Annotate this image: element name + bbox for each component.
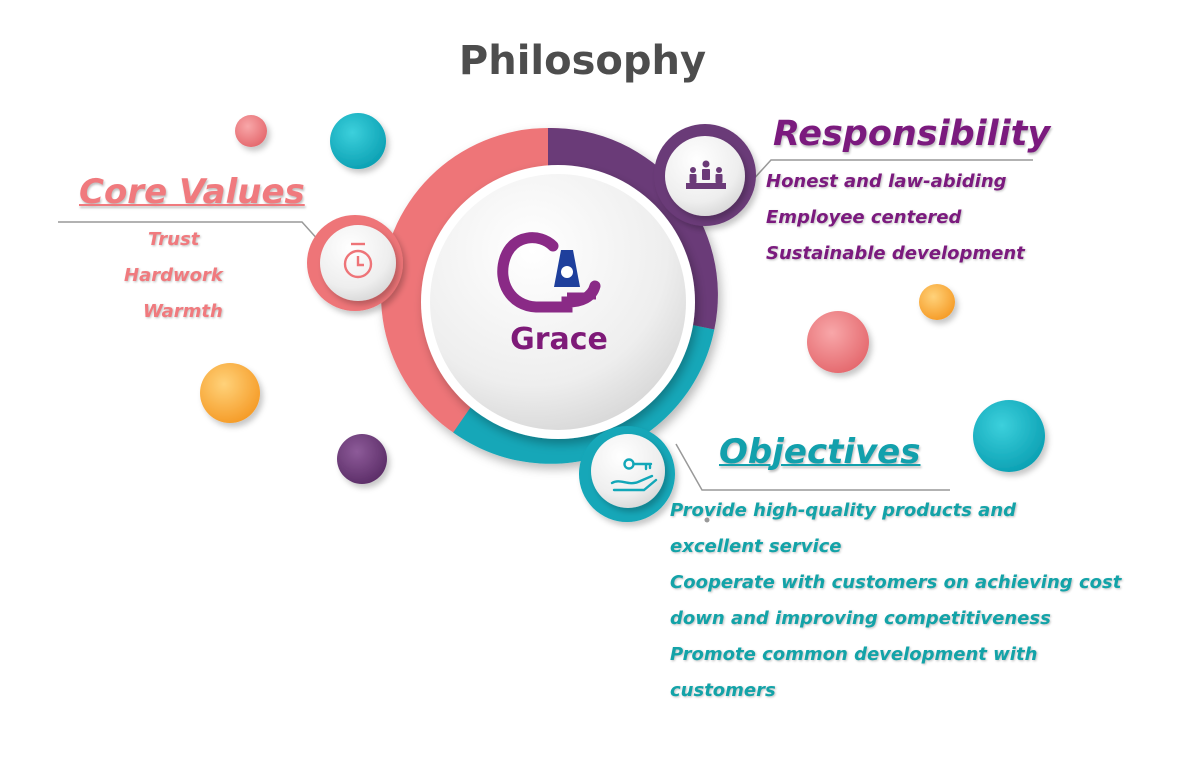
objectives-item: Cooperate with customers on achieving co… <box>670 572 1122 593</box>
responsibility-node <box>654 124 756 226</box>
responsibility-item: Sustainable development <box>766 243 1025 264</box>
responsibility-heading: Responsibility <box>773 114 1051 154</box>
objectives-item: excellent service <box>670 536 842 557</box>
objectives-item: customers <box>670 680 776 701</box>
center-brand-name: Grace <box>510 322 608 357</box>
decor-bubble-orange-large <box>200 363 260 423</box>
objectives-node <box>579 426 675 522</box>
objectives-heading: Objectives <box>719 432 921 472</box>
clock-icon <box>343 242 373 279</box>
objectives-item: Provide high-quality products and <box>670 500 1017 521</box>
core-values-item: Warmth <box>143 301 223 322</box>
decor-bubble-teal <box>330 113 386 169</box>
core-values-connector <box>58 221 321 243</box>
decor-bubble-purple <box>337 434 387 484</box>
objectives-connector <box>675 443 950 491</box>
page-title: Philosophy <box>458 38 707 84</box>
decor-bubble-coral-large <box>807 311 869 373</box>
objectives-item: Promote common development with <box>670 644 1038 665</box>
hand-key-icon <box>610 458 658 492</box>
core-values-node <box>307 215 403 311</box>
people-podium-icon <box>686 160 726 189</box>
decor-bubble-teal-large <box>973 400 1045 472</box>
responsibility-item: Employee centered <box>766 207 962 228</box>
decor-bubble-orange-small <box>919 284 955 320</box>
decor-bubble-coral-small <box>235 115 267 147</box>
core-values-item: Trust <box>148 229 200 250</box>
core-values-heading: Core Values <box>79 172 305 212</box>
grace-logo-icon <box>497 232 601 313</box>
responsibility-item: Honest and law-abiding <box>766 171 1007 192</box>
objectives-item: down and improving competitiveness <box>670 608 1051 629</box>
core-values-item: Hardwork <box>124 265 223 286</box>
